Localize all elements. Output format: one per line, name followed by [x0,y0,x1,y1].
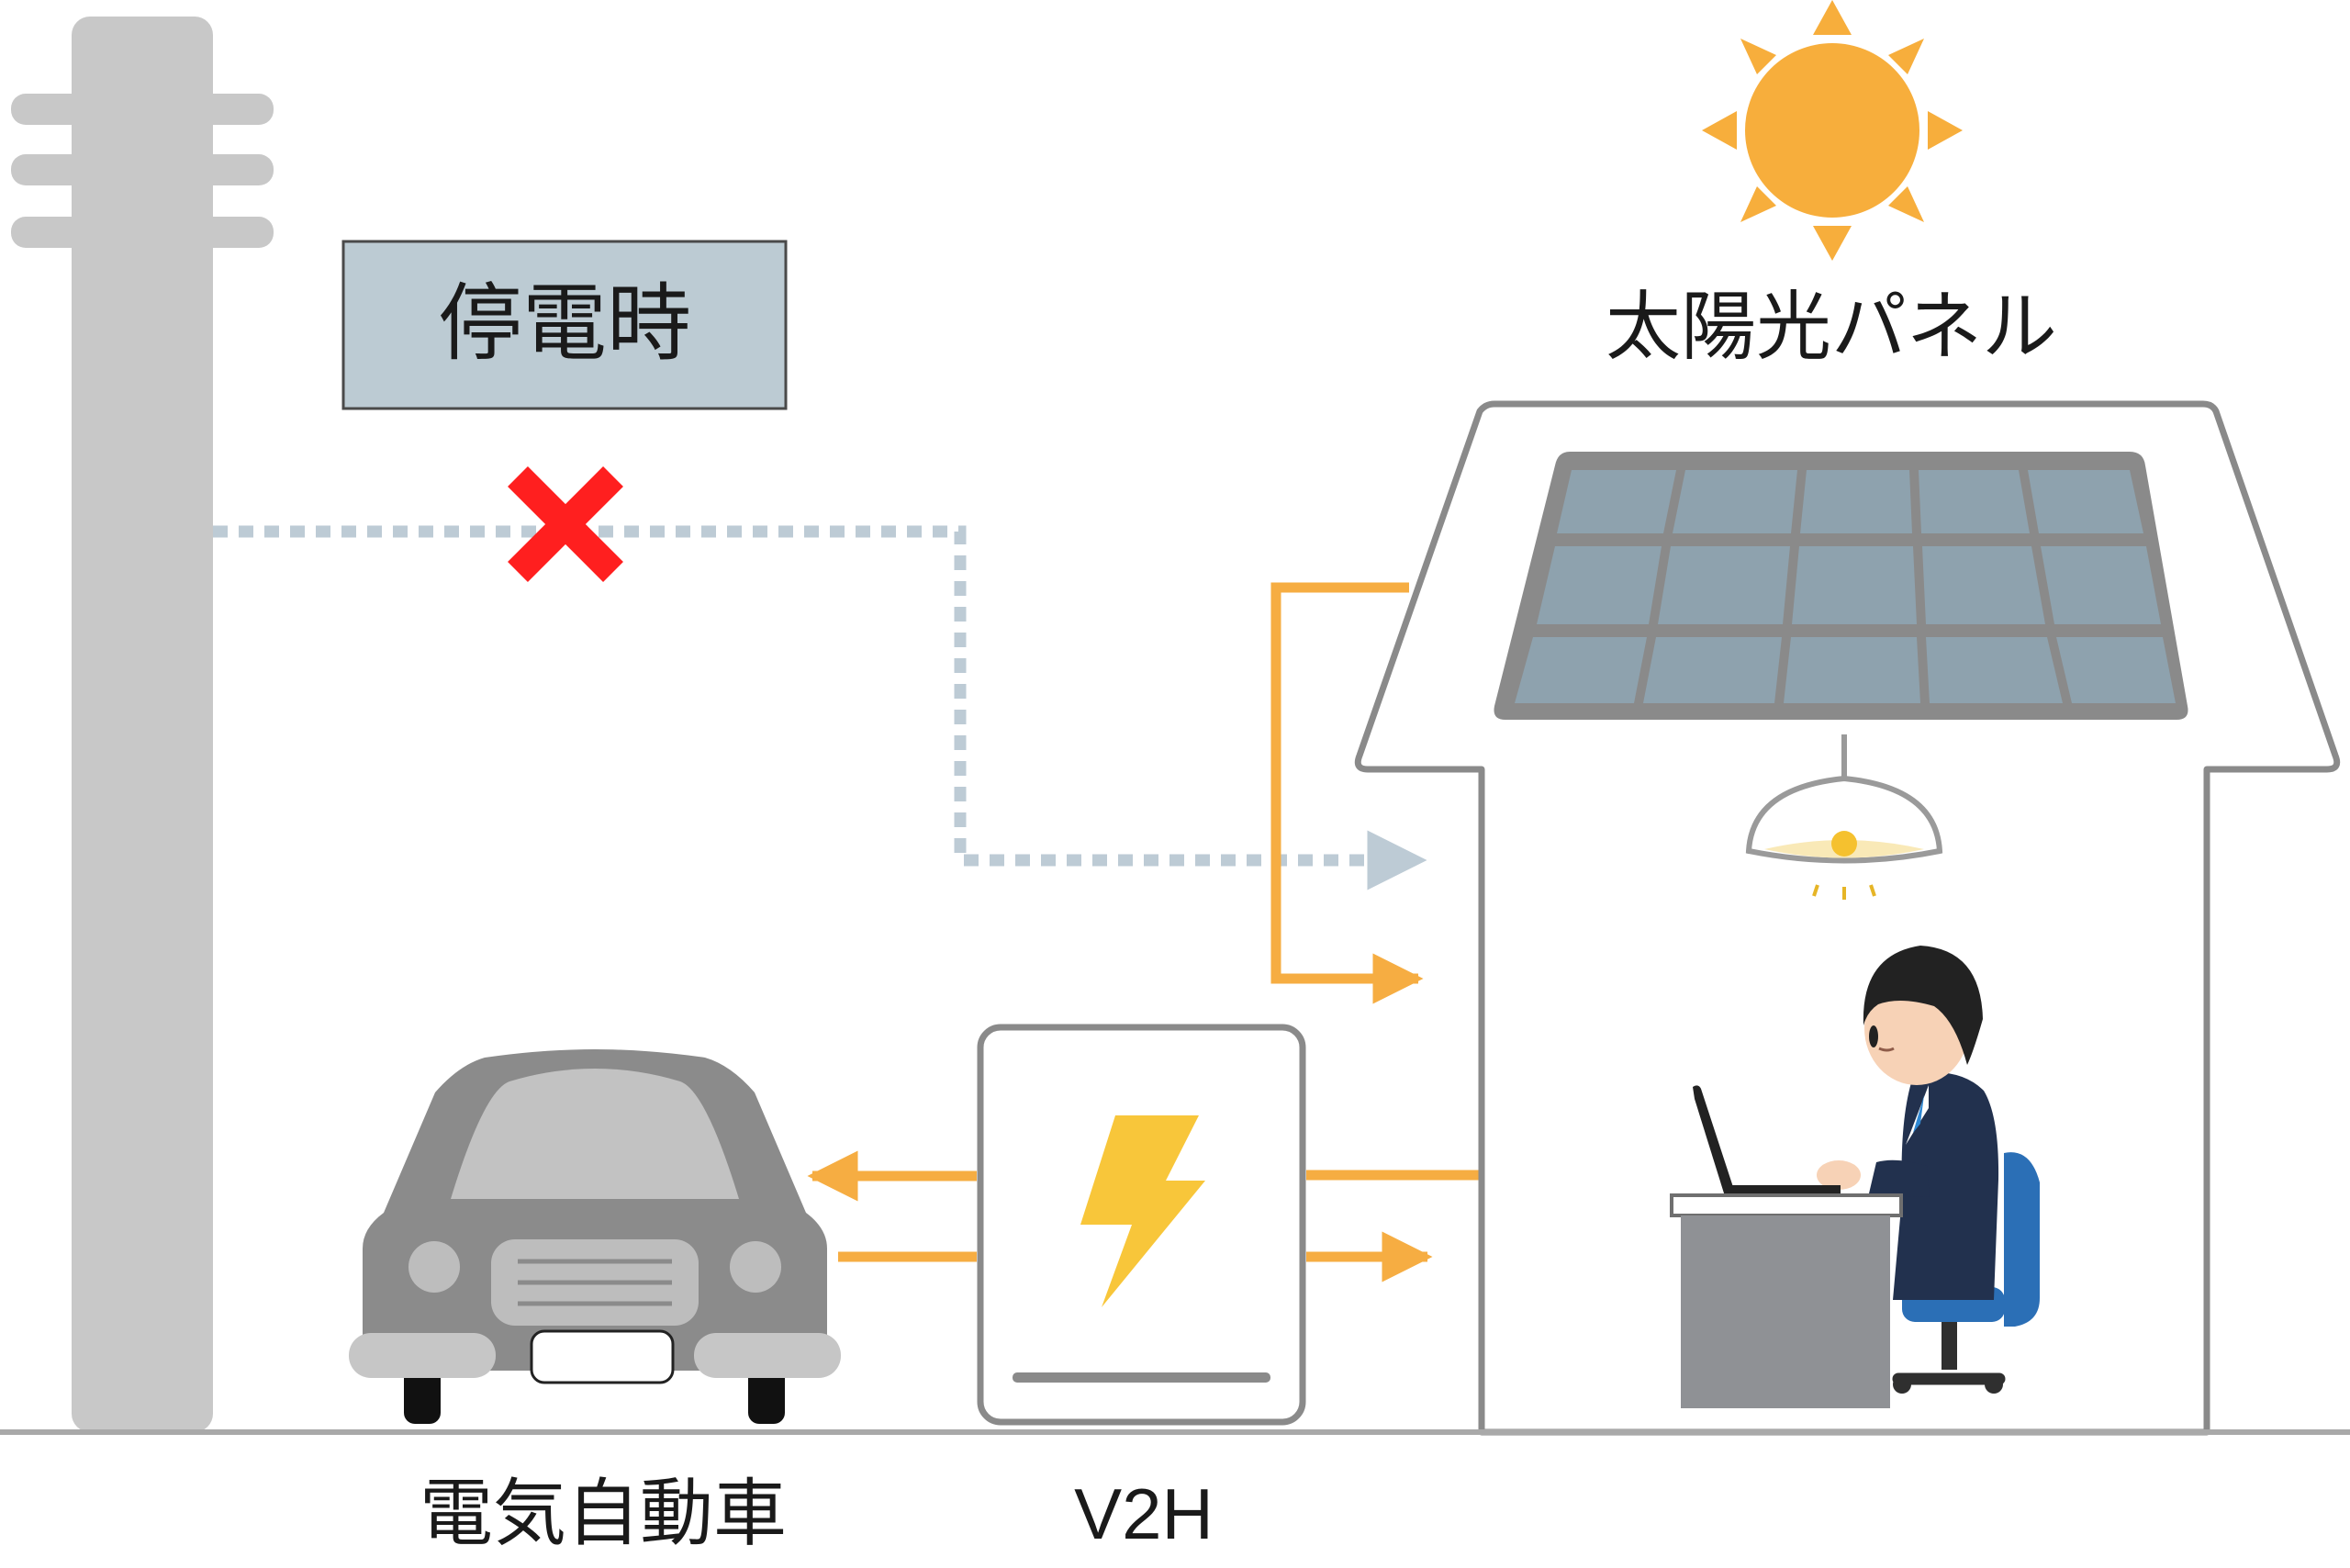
v2h-car-arrows [807,1150,977,1262]
solar-power-flow [1270,582,1424,1004]
ceiling-lamp-icon [1745,734,1943,900]
outage-label-box: 停電時 [341,240,788,410]
office-worker-icon [1817,946,2040,1394]
utility-pole-icon [11,17,274,1432]
v2h-label: V2H [1074,1473,1214,1554]
x-mark-icon [508,466,623,582]
electric-vehicle-label: 電気自動車 [420,1473,787,1554]
grid-dotted-line [213,525,1427,890]
v2h-to-house-arrows [1306,1170,1481,1282]
solar-panel-icon [1494,452,2188,720]
solar-panel-label: 太陽光パネル [1606,286,2057,369]
outage-label: 停電時 [438,277,691,371]
desk-icon [1670,1193,1903,1408]
lightning-bolt-icon [1080,1115,1205,1307]
sun-icon [1702,0,1963,261]
v2h-unit [977,1024,1306,1426]
car-icon [349,1049,841,1424]
